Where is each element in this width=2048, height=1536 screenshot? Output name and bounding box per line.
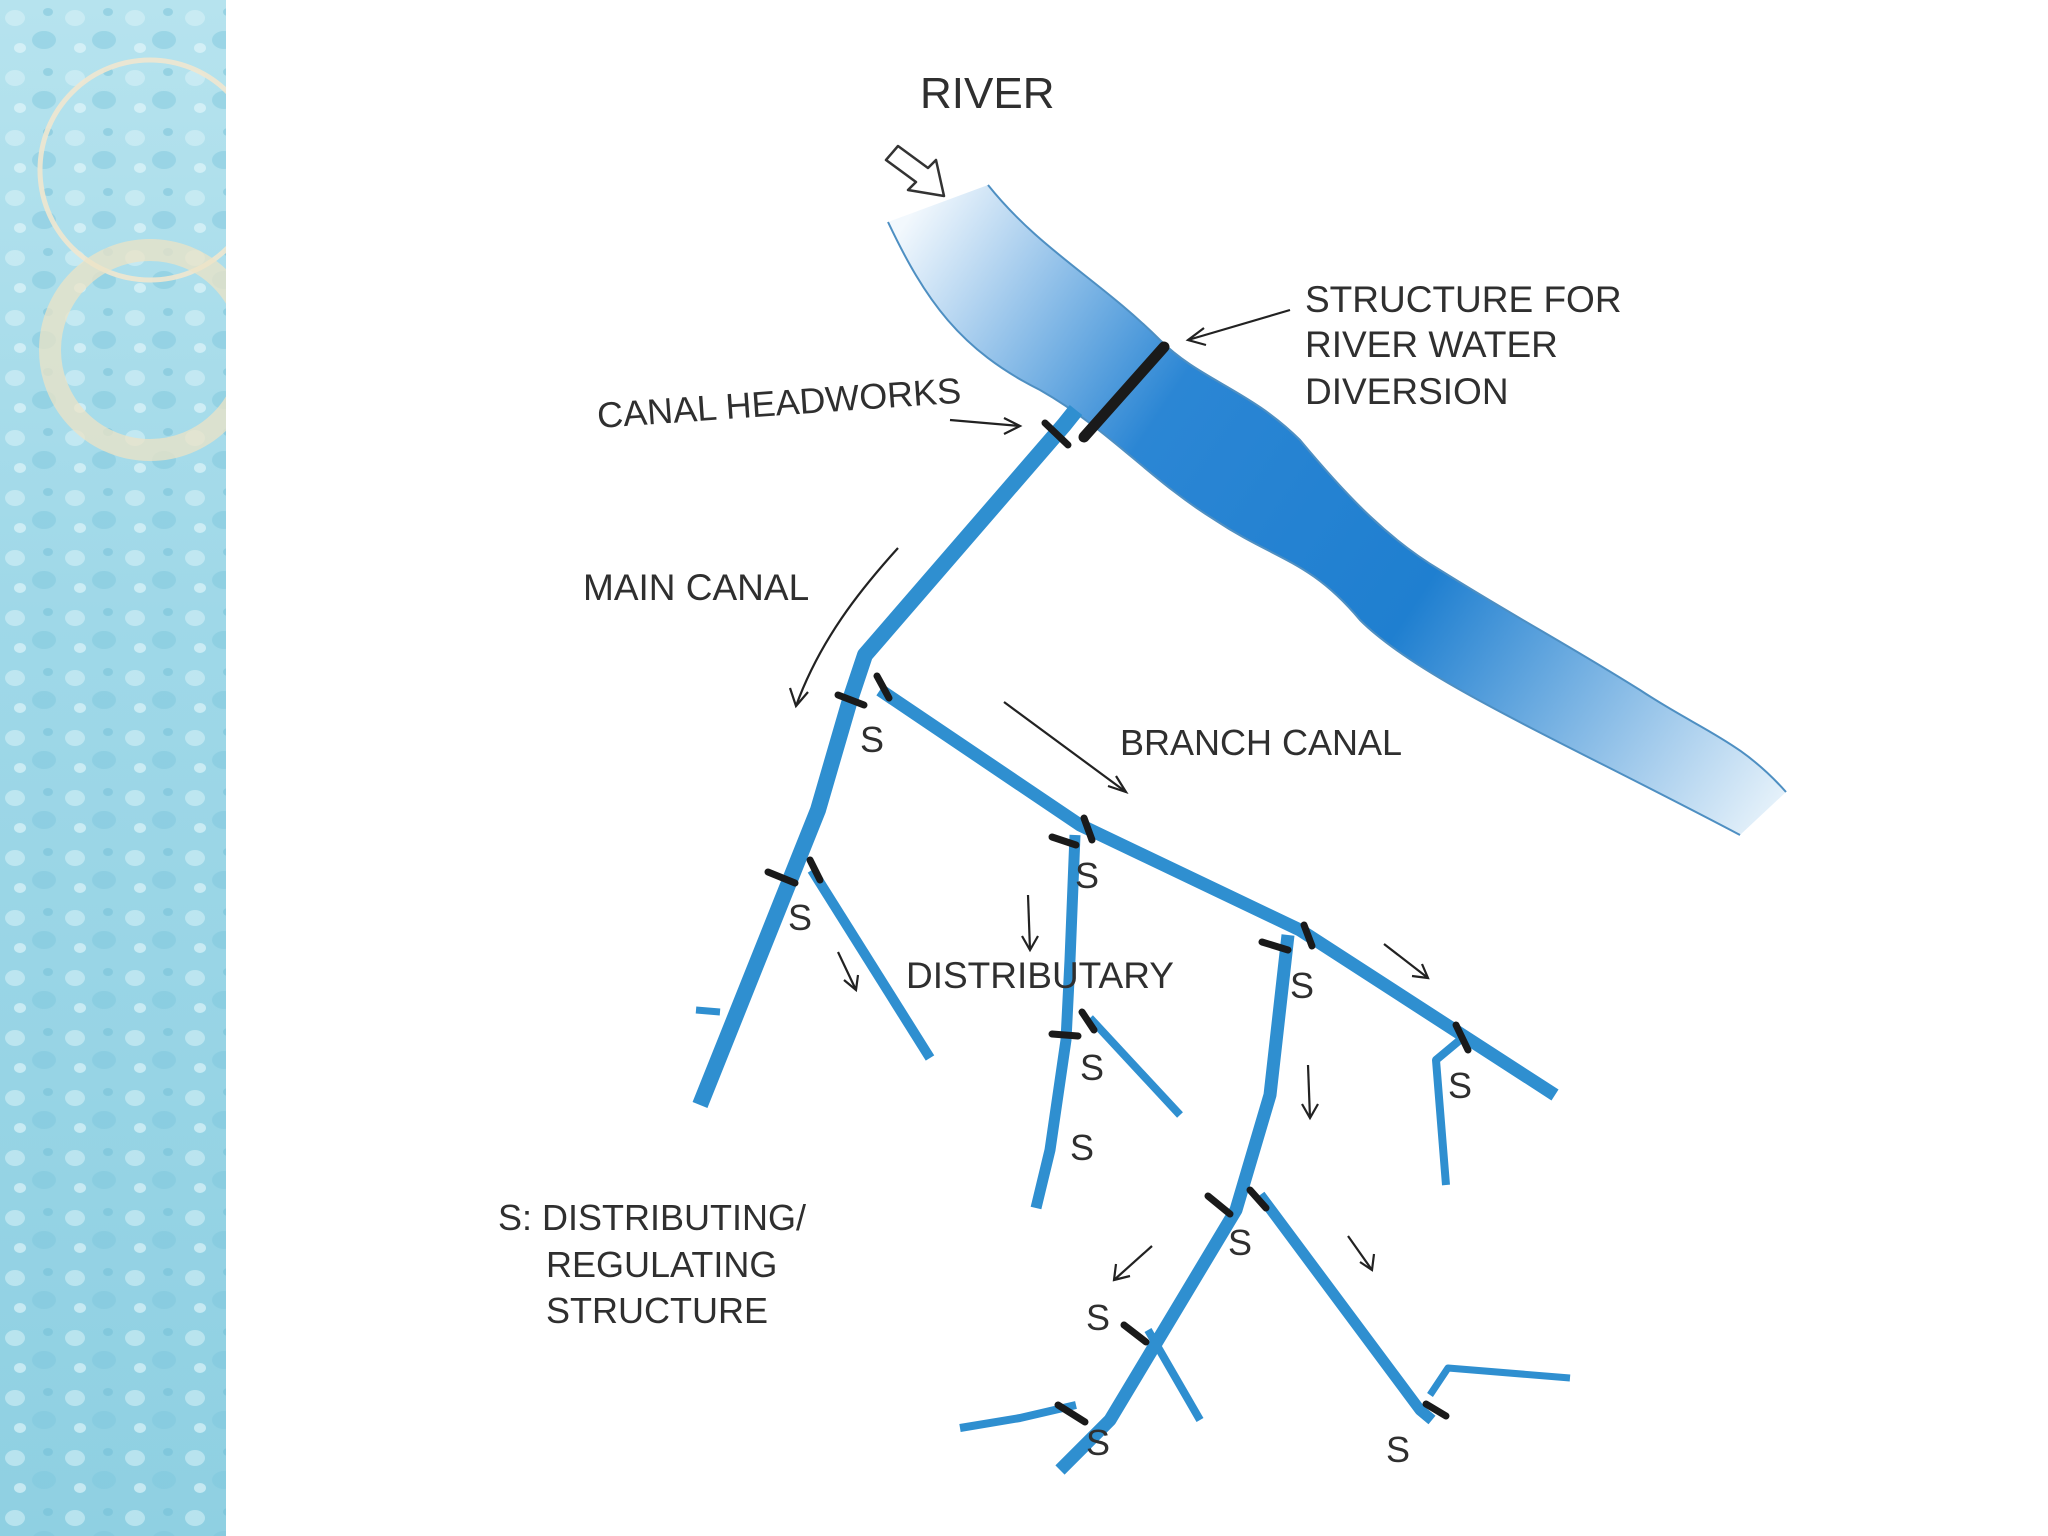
main-canal-stub	[695, 1006, 721, 1016]
s-label: S	[1228, 1222, 1252, 1263]
flow-arrow	[1383, 943, 1429, 979]
s-label: S	[1290, 965, 1314, 1006]
structure-label-line3: DIVERSION	[1305, 371, 1509, 412]
headworks-pointer-arrow	[949, 418, 1021, 428]
main-canal-flow-arrow	[794, 547, 899, 707]
distributary-2-left-branch	[959, 1401, 1077, 1432]
distributary-label: DISTRIBUTARY	[906, 955, 1174, 996]
structure-label-line2: RIVER WATER	[1305, 324, 1558, 365]
canal-headworks-label: CANAL HEADWORKS	[596, 370, 963, 436]
structure-label-line1: STRUCTURE FOR	[1305, 279, 1622, 320]
distributary-2-left-sub	[1144, 1327, 1204, 1423]
branch-canal-label: BRANCH CANAL	[1120, 722, 1402, 763]
structure-mark	[1422, 1400, 1450, 1420]
annotation-arrows	[788, 308, 1430, 1282]
flow-arrow	[1347, 1235, 1373, 1271]
structure-s-labels: S S S S S S S S S S S	[788, 719, 1472, 1470]
structure-pointer-arrow	[1187, 308, 1291, 342]
s-label: S	[1070, 1127, 1094, 1168]
structure-mark	[1300, 921, 1316, 950]
s-label: S	[788, 897, 812, 938]
structure-mark	[1204, 1192, 1234, 1218]
distributary-1-sub	[1087, 1015, 1183, 1118]
legend-line3: STRUCTURE	[546, 1290, 768, 1331]
branch-canal	[876, 684, 1559, 1101]
distributary-2-right-sub	[1427, 1364, 1571, 1397]
flow-arrow	[1306, 1064, 1312, 1119]
flow-arrow	[1113, 1245, 1153, 1281]
structure-mark	[834, 691, 868, 709]
main-canal	[692, 405, 1083, 1108]
main-canal-sub-1	[807, 867, 935, 1061]
structure-mark	[1452, 1021, 1472, 1054]
diversion-structure	[1078, 341, 1170, 443]
structure-mark	[1048, 833, 1080, 849]
structure-headworks	[1041, 419, 1072, 449]
s-label: S	[1086, 1297, 1110, 1338]
decorative-ring-1	[37, 57, 226, 283]
s-label: S	[1448, 1065, 1472, 1106]
s-label: S	[1386, 1429, 1410, 1470]
branch-canal-flow-arrow	[1003, 701, 1127, 793]
decorative-sidebar	[0, 0, 226, 1536]
structure-mark	[873, 672, 893, 702]
s-label: S	[1086, 1422, 1110, 1463]
legend-line1: S: DISTRIBUTING/	[498, 1197, 806, 1238]
decorative-ring-2	[39, 239, 226, 461]
structure-mark	[1120, 1321, 1150, 1346]
flow-arrow	[837, 951, 857, 991]
structure-mark	[806, 856, 824, 884]
structure-mark	[764, 868, 799, 887]
distributary-2	[1055, 934, 1295, 1475]
water-drops-pattern	[0, 0, 226, 1536]
structure-mark	[1258, 938, 1292, 954]
main-canal-label: MAIN CANAL	[583, 567, 809, 608]
structure-mark	[1054, 1401, 1089, 1426]
structure-mark	[1048, 1030, 1082, 1040]
structure-marks	[764, 419, 1472, 1426]
branch-sub-right	[1432, 1036, 1463, 1186]
s-label: S	[860, 719, 884, 760]
structure-mark	[1078, 1008, 1098, 1034]
legend-line2: REGULATING	[546, 1244, 777, 1285]
river-label: RIVER	[920, 69, 1054, 118]
structure-mark	[1246, 1186, 1270, 1212]
river	[887, 184, 1787, 836]
structure-mark	[1080, 814, 1096, 844]
s-label: S	[1080, 1047, 1104, 1088]
s-label: S	[1075, 855, 1099, 896]
flow-arrow	[1026, 894, 1032, 951]
distributary-2-right	[1255, 1191, 1436, 1425]
distributary-1	[1030, 834, 1081, 1210]
river-flow-arrow	[884, 144, 946, 198]
